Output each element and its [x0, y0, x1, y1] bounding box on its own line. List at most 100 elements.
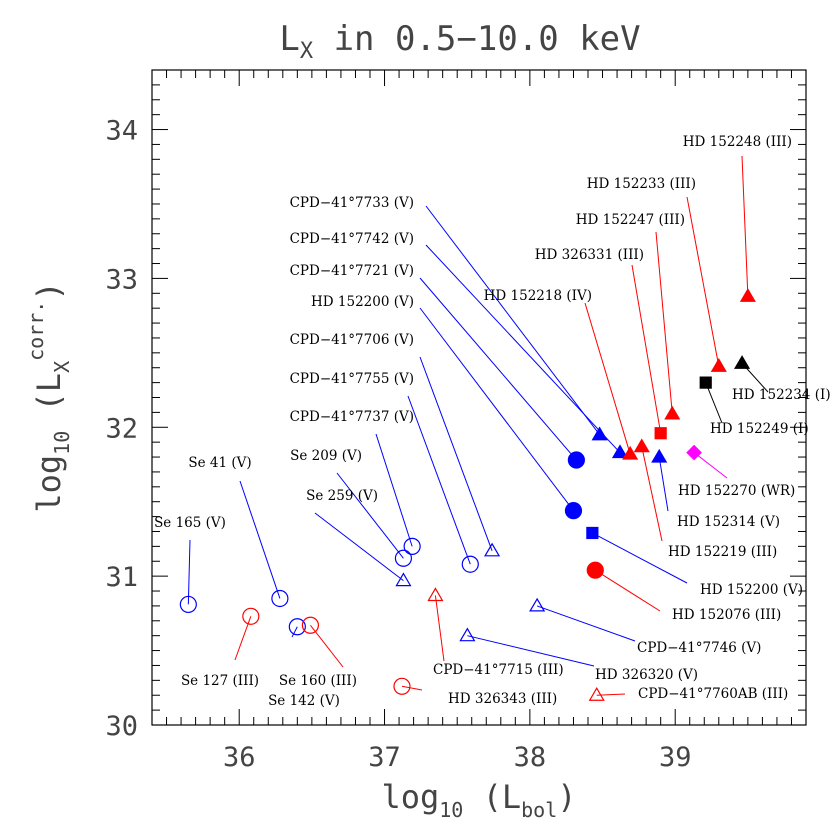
leader-line	[291, 626, 298, 638]
point-label: Se 259 (V)	[306, 488, 378, 504]
leader-line	[596, 693, 626, 696]
data-point-circle	[242, 607, 260, 625]
y-axis-title: log10 (LXcorr.)	[24, 281, 74, 512]
point-label: CPD−41°7755 (V)	[290, 371, 414, 387]
chart-title-text: LX in 0.5−10.0 keV	[279, 19, 640, 64]
point-label: HD 152314 (V)	[677, 514, 780, 530]
data-point-triangle	[664, 405, 681, 420]
data-point-circle	[461, 555, 479, 573]
leader-line	[741, 155, 749, 297]
point-label: HD 152219 (III)	[668, 544, 777, 560]
x-tick-label: 36	[223, 742, 256, 773]
leader-line	[434, 595, 445, 662]
point-label: HD 152076 (III)	[672, 607, 781, 623]
leader-line	[401, 685, 423, 691]
point-label: CPD−41°7746 (V)	[637, 640, 761, 656]
data-point-circle	[288, 618, 306, 636]
point-label: Se 160 (III)	[279, 673, 357, 689]
point-label: Se 142 (V)	[268, 693, 340, 709]
data-point-square	[654, 427, 667, 440]
data-point-circle	[271, 589, 289, 608]
point-label: HD 326343 (III)	[448, 691, 557, 707]
leader-line	[234, 616, 252, 661]
data-point-circle	[564, 502, 583, 520]
data-point-circle	[586, 561, 604, 579]
y-tick-label: 33	[105, 264, 138, 295]
leader-line	[375, 433, 413, 547]
data-point-triangle	[633, 438, 650, 453]
data-point-triangle	[484, 542, 501, 557]
leader-line	[693, 452, 728, 479]
leader-line	[314, 512, 404, 581]
leader-line	[425, 205, 601, 436]
leader-line	[536, 605, 636, 642]
x-tick-label: 39	[659, 742, 692, 773]
leader-line	[419, 356, 493, 552]
point-label: HD 152234 (I)	[732, 387, 830, 403]
chart-title: LX in 0.5−10.0 keV	[279, 19, 640, 64]
data-point-triangle	[710, 358, 727, 372]
point-label: CPD−41°7760AB (III)	[638, 686, 788, 702]
point-label: CPD−41°7737 (V)	[290, 409, 414, 425]
point-label: HD 152200 (V)	[311, 294, 414, 310]
data-point-triangle	[651, 448, 668, 463]
data-point-circle	[301, 616, 320, 634]
axis-ticks	[152, 70, 806, 725]
point-label: Se 165 (V)	[154, 515, 226, 531]
point-label: HD 152248 (III)	[683, 134, 792, 150]
leader-line	[419, 277, 577, 461]
data-point-triangle	[459, 627, 476, 642]
leader-line	[425, 244, 621, 453]
data-markers	[179, 288, 756, 701]
point-label: HD 152233 (III)	[587, 176, 696, 192]
point-label: Se 41 (V)	[188, 455, 251, 471]
point-label: Se 209 (V)	[290, 448, 362, 464]
leader-line	[631, 264, 662, 434]
data-point-circle	[393, 677, 411, 695]
point-label: HD 326331 (III)	[535, 247, 644, 263]
leader-line	[655, 231, 673, 414]
leader-line	[584, 302, 631, 455]
point-label: CPD−41°7733 (V)	[290, 195, 414, 211]
data-point-triangle	[622, 445, 639, 460]
x-tick-label: 38	[514, 742, 547, 773]
point-label: HD 152247 (III)	[576, 212, 685, 228]
point-label: CPD−41°7706 (V)	[290, 332, 414, 348]
data-point-triangle	[591, 426, 608, 441]
point-label: CPD−41°7742 (V)	[290, 231, 414, 247]
leader-line	[407, 395, 471, 565]
leader-line	[592, 532, 688, 584]
leader-line	[239, 480, 281, 599]
data-point-diamond	[686, 444, 702, 461]
data-point-triangle	[734, 355, 751, 369]
data-point-triangle	[395, 572, 412, 587]
point-label: HD 152218 (IV)	[484, 288, 592, 304]
point-label: HD 152200 (V)	[700, 582, 803, 598]
leader-line	[310, 624, 344, 668]
point-label: HD 326320 (V)	[595, 667, 698, 683]
data-point-circle	[179, 595, 197, 614]
data-point-circle	[567, 451, 585, 469]
y-tick-label: 32	[105, 413, 138, 444]
data-point-square	[699, 376, 712, 389]
data-point-triangle	[427, 587, 444, 602]
data-point-triangle	[588, 687, 605, 701]
point-label: CPD−41°7721 (V)	[290, 263, 414, 279]
data-point-triangle	[529, 597, 546, 612]
leader-line	[187, 539, 191, 605]
data-point-circle	[394, 549, 413, 567]
point-label: Se 127 (III)	[181, 673, 259, 689]
point-label: CPD−41°7715 (III)	[433, 662, 564, 678]
x-tick-label: 37	[368, 742, 401, 773]
data-point-circle	[403, 537, 421, 555]
label-leader-lines	[187, 155, 769, 696]
point-label: HD 152249 (I)	[710, 421, 809, 437]
data-point-square	[586, 526, 599, 540]
point-label: HD 152270 (WR)	[678, 483, 795, 499]
data-point-triangle	[739, 288, 756, 302]
leader-line	[336, 472, 404, 559]
leader-line	[705, 382, 723, 424]
leader-line	[686, 196, 720, 367]
leader-line	[419, 307, 574, 511]
